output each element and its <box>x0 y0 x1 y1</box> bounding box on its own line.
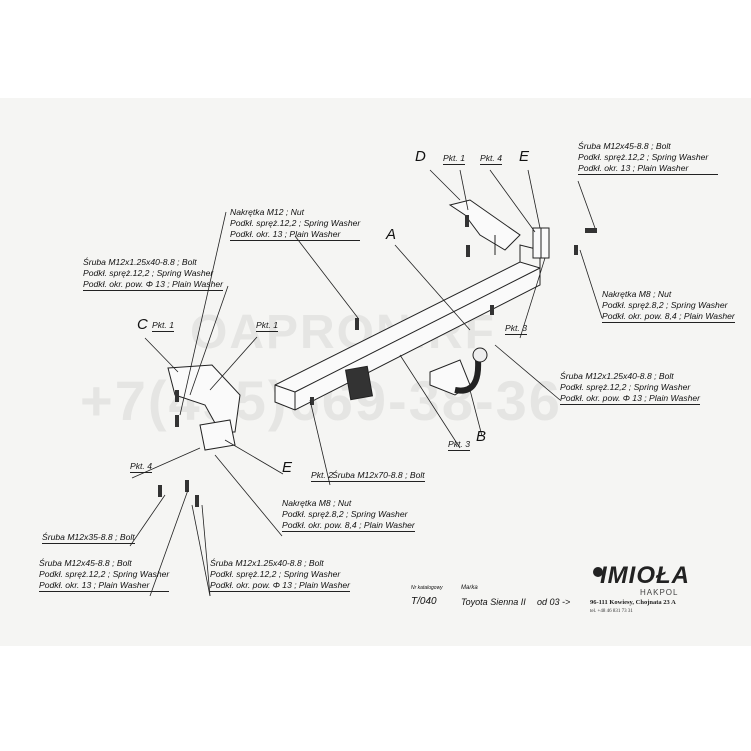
part-letter-c: C <box>137 316 148 333</box>
callout-line: Śruba M12x1.25x40-8.8 ; Bolt <box>560 371 674 381</box>
leader-lines <box>129 169 603 597</box>
brand-label: Marka <box>461 585 478 591</box>
logo-ball <box>593 567 603 577</box>
bracket-d <box>448 199 521 255</box>
callout-line: Podkł. spręż.8,2 ; Spring Washer <box>602 300 728 310</box>
part-letter-b: B <box>476 428 487 445</box>
callout-line: Podkł. okr. 13 ; Plain Washer <box>39 580 170 592</box>
callout-line: Podkł. spręż.12,2 ; Spring Washer <box>39 569 170 579</box>
callout-line: Podkł. okr. pow. Φ 13 ; Plain Washer <box>560 393 700 405</box>
callout-line: Podkł. okr. pow. Φ 13 ; Plain Washer <box>83 279 223 291</box>
part-letter-e-top: E <box>519 148 530 165</box>
callout-line: Podkł. spręż.12,2 ; Spring Washer <box>210 569 341 579</box>
paper-sheet <box>0 98 751 646</box>
fasteners <box>158 215 597 507</box>
point-label: Pkt. 3 <box>448 439 470 451</box>
model-years: od 03 -> <box>537 597 571 607</box>
point-label: Pkt. 4 <box>480 153 502 165</box>
point-label: Pkt. 2 <box>311 470 333 482</box>
callout-nut-m8-bottom: Nakrętka M8 ; Nut Podkł. spręż.8,2 ; Spr… <box>282 498 415 532</box>
callout-line: Śruba M12x1.25x40-8.8 ; Bolt <box>210 558 324 568</box>
point-label: Pkt. 1 <box>256 320 278 332</box>
callout-line: Nakrętka M12 ; Nut <box>230 207 305 217</box>
imiola-logo: IMIOŁA <box>600 562 690 589</box>
company-address: 96-111 Kowiesy, Chojnata 23 A <box>590 599 676 606</box>
callout-nut-m12: Nakrętka M12 ; Nut Podkł. spręż.12,2 ; S… <box>230 207 361 241</box>
bracket-c <box>167 364 241 451</box>
part-letter-e-bottom: E <box>282 459 293 476</box>
callout-bolt-bottom-mid: Śruba M12x1.25x40-8.8 ; Bolt Podkł. sprę… <box>210 558 350 592</box>
socket-plate <box>344 365 374 401</box>
point-label: Pkt. 3 <box>505 323 527 335</box>
callout-line: Podkł. spręż.12,2 ; Spring Washer <box>578 152 709 162</box>
company-phone: tel. +48 46 831 73 31 <box>590 609 633 614</box>
callout-line: Nakrętka M8 ; Nut <box>602 289 672 299</box>
ball-neck-b <box>429 347 488 396</box>
bracket-e <box>532 227 550 259</box>
callout-line: Podkł. spręż.12,2 ; Spring Washer <box>560 382 691 392</box>
callout-line: Podkł. okr. pow. 8,4 ; Plain Washer <box>602 311 735 323</box>
callout-bolt-m12x70: Śruba M12x70-8.8 ; Bolt <box>332 470 425 482</box>
callout-bolt-m12x45-bottom: Śruba M12x45-8.8 ; Bolt Podkł. spręż.12,… <box>39 558 170 592</box>
callout-line: Śruba M12x45-8.8 ; Bolt <box>39 558 132 568</box>
point-label: Pkt. 4 <box>130 461 152 473</box>
callout-bolt-right-mid: Śruba M12x1.25x40-8.8 ; Bolt Podkł. sprę… <box>560 371 700 405</box>
catalog-number: T/040 <box>411 596 437 607</box>
catalog-label: Nr katalogowy <box>411 585 443 591</box>
callout-bolt-left-top: Śruba M12x1.25x40-8.8 ; Bolt Podkł. sprę… <box>83 257 223 291</box>
vehicle-model: Toyota Sienna II <box>461 597 526 607</box>
callout-line: Nakrętka M8 ; Nut <box>282 498 352 508</box>
main-crossbar <box>274 244 541 411</box>
callout-line: Podkł. okr. 13 ; Plain Washer <box>230 229 361 241</box>
callout-line: Podkł. okr. 13 ; Plain Washer <box>578 163 719 175</box>
callout-line: Śruba M12x1.25x40-8.8 ; Bolt <box>83 257 197 267</box>
callout-line: Podkł. spręż.12,2 ; Spring Washer <box>83 268 214 278</box>
part-letter-d: D <box>415 148 426 165</box>
callout-line: Śruba M12x45-8.8 ; Bolt <box>578 141 671 151</box>
hakpol-text: HAKPOL <box>640 588 679 597</box>
callout-bolt-right-top: Śruba M12x45-8.8 ; Bolt Podkł. spręż.12,… <box>578 141 719 175</box>
callout-bolt-m12x35: Śruba M12x35-8.8 ; Bolt <box>42 532 135 544</box>
callout-line: Podkł. okr. pow. Φ 13 ; Plain Washer <box>210 580 350 592</box>
callout-line: Podkł. spręż.8,2 ; Spring Washer <box>282 509 408 519</box>
point-label: Pkt. 1 <box>152 320 174 332</box>
part-letter-a: A <box>386 226 397 243</box>
callout-line: Podkł. okr. pow. 8,4 ; Plain Washer <box>282 520 415 532</box>
callout-line: Podkł. spręż.12,2 ; Spring Washer <box>230 218 361 228</box>
callout-nut-m8-right: Nakrętka M8 ; Nut Podkł. spręż.8,2 ; Spr… <box>602 289 735 323</box>
point-label: Pkt. 1 <box>443 153 465 165</box>
